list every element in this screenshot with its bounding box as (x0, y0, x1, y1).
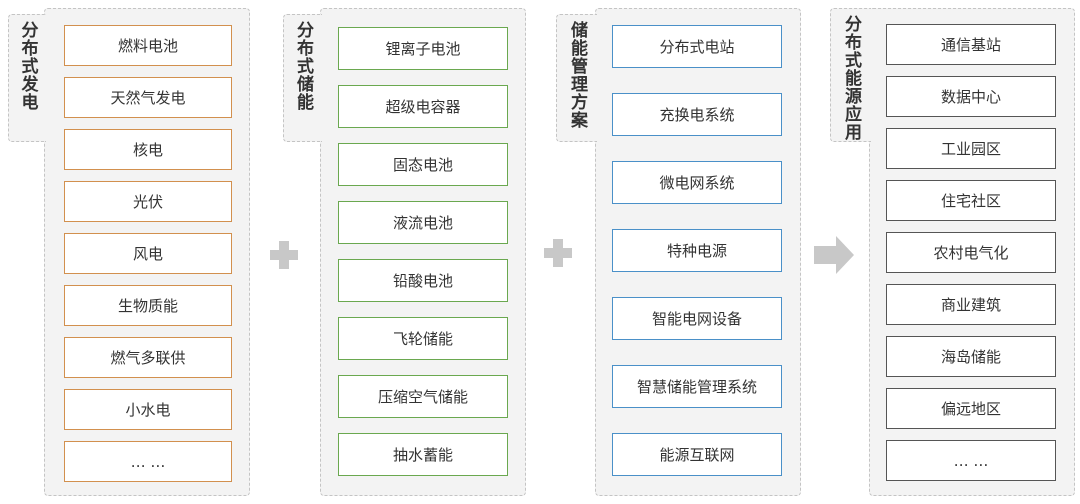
storage-title: 分布式储能 (293, 21, 313, 111)
plus-icon (544, 239, 572, 267)
application-list: 通信基站 数据中心 工业园区 住宅社区 农村电气化 商业建筑 海岛储能 偏远地区… (886, 24, 1056, 481)
generation-tab: 分布式发电 (8, 14, 46, 142)
application-item: 农村电气化 (886, 232, 1056, 273)
generation-item: 风电 (64, 233, 232, 274)
application-item: … … (886, 440, 1056, 481)
storage-item: 超级电容器 (338, 85, 508, 128)
storage-item: 液流电池 (338, 201, 508, 244)
management-title: 储能管理方案 (567, 21, 587, 129)
management-tab: 储能管理方案 (556, 14, 597, 142)
generation-list: 燃料电池 天然气发电 核电 光伏 风电 生物质能 燃气多联供 小水电 … … (64, 25, 232, 482)
application-item: 商业建筑 (886, 284, 1056, 325)
storage-item: 固态电池 (338, 143, 508, 186)
management-item: 智慧储能管理系统 (612, 365, 782, 408)
generation-item: 光伏 (64, 181, 232, 222)
generation-item: … … (64, 441, 232, 482)
application-item: 数据中心 (886, 76, 1056, 117)
management-item: 智能电网设备 (612, 297, 782, 340)
storage-item: 锂离子电池 (338, 27, 508, 70)
generation-item: 燃料电池 (64, 25, 232, 66)
management-item: 充换电系统 (612, 93, 782, 136)
plus-icon (270, 241, 298, 269)
generation-item: 天然气发电 (64, 77, 232, 118)
generation-item: 燃气多联供 (64, 337, 232, 378)
application-item: 通信基站 (886, 24, 1056, 65)
storage-item: 压缩空气储能 (338, 375, 508, 418)
storage-item: 铅酸电池 (338, 259, 508, 302)
arrow-right-icon (814, 236, 854, 274)
storage-list: 锂离子电池 超级电容器 固态电池 液流电池 铅酸电池 飞轮储能 压缩空气储能 抽… (338, 27, 508, 476)
application-title: 分布式能源应用 (841, 15, 861, 141)
management-item: 特种电源 (612, 229, 782, 272)
storage-item: 飞轮储能 (338, 317, 508, 360)
generation-item: 生物质能 (64, 285, 232, 326)
generation-item: 小水电 (64, 389, 232, 430)
application-item: 海岛储能 (886, 336, 1056, 377)
application-tab: 分布式能源应用 (830, 8, 871, 142)
management-item: 微电网系统 (612, 161, 782, 204)
management-list: 分布式电站 充换电系统 微电网系统 特种电源 智能电网设备 智慧储能管理系统 能… (612, 25, 782, 476)
application-item: 偏远地区 (886, 388, 1056, 429)
generation-title: 分布式发电 (17, 21, 38, 111)
application-item: 住宅社区 (886, 180, 1056, 221)
management-item: 分布式电站 (612, 25, 782, 68)
generation-item: 核电 (64, 129, 232, 170)
management-item: 能源互联网 (612, 433, 782, 476)
application-item: 工业园区 (886, 128, 1056, 169)
storage-item: 抽水蓄能 (338, 433, 508, 476)
storage-tab: 分布式储能 (283, 14, 322, 142)
